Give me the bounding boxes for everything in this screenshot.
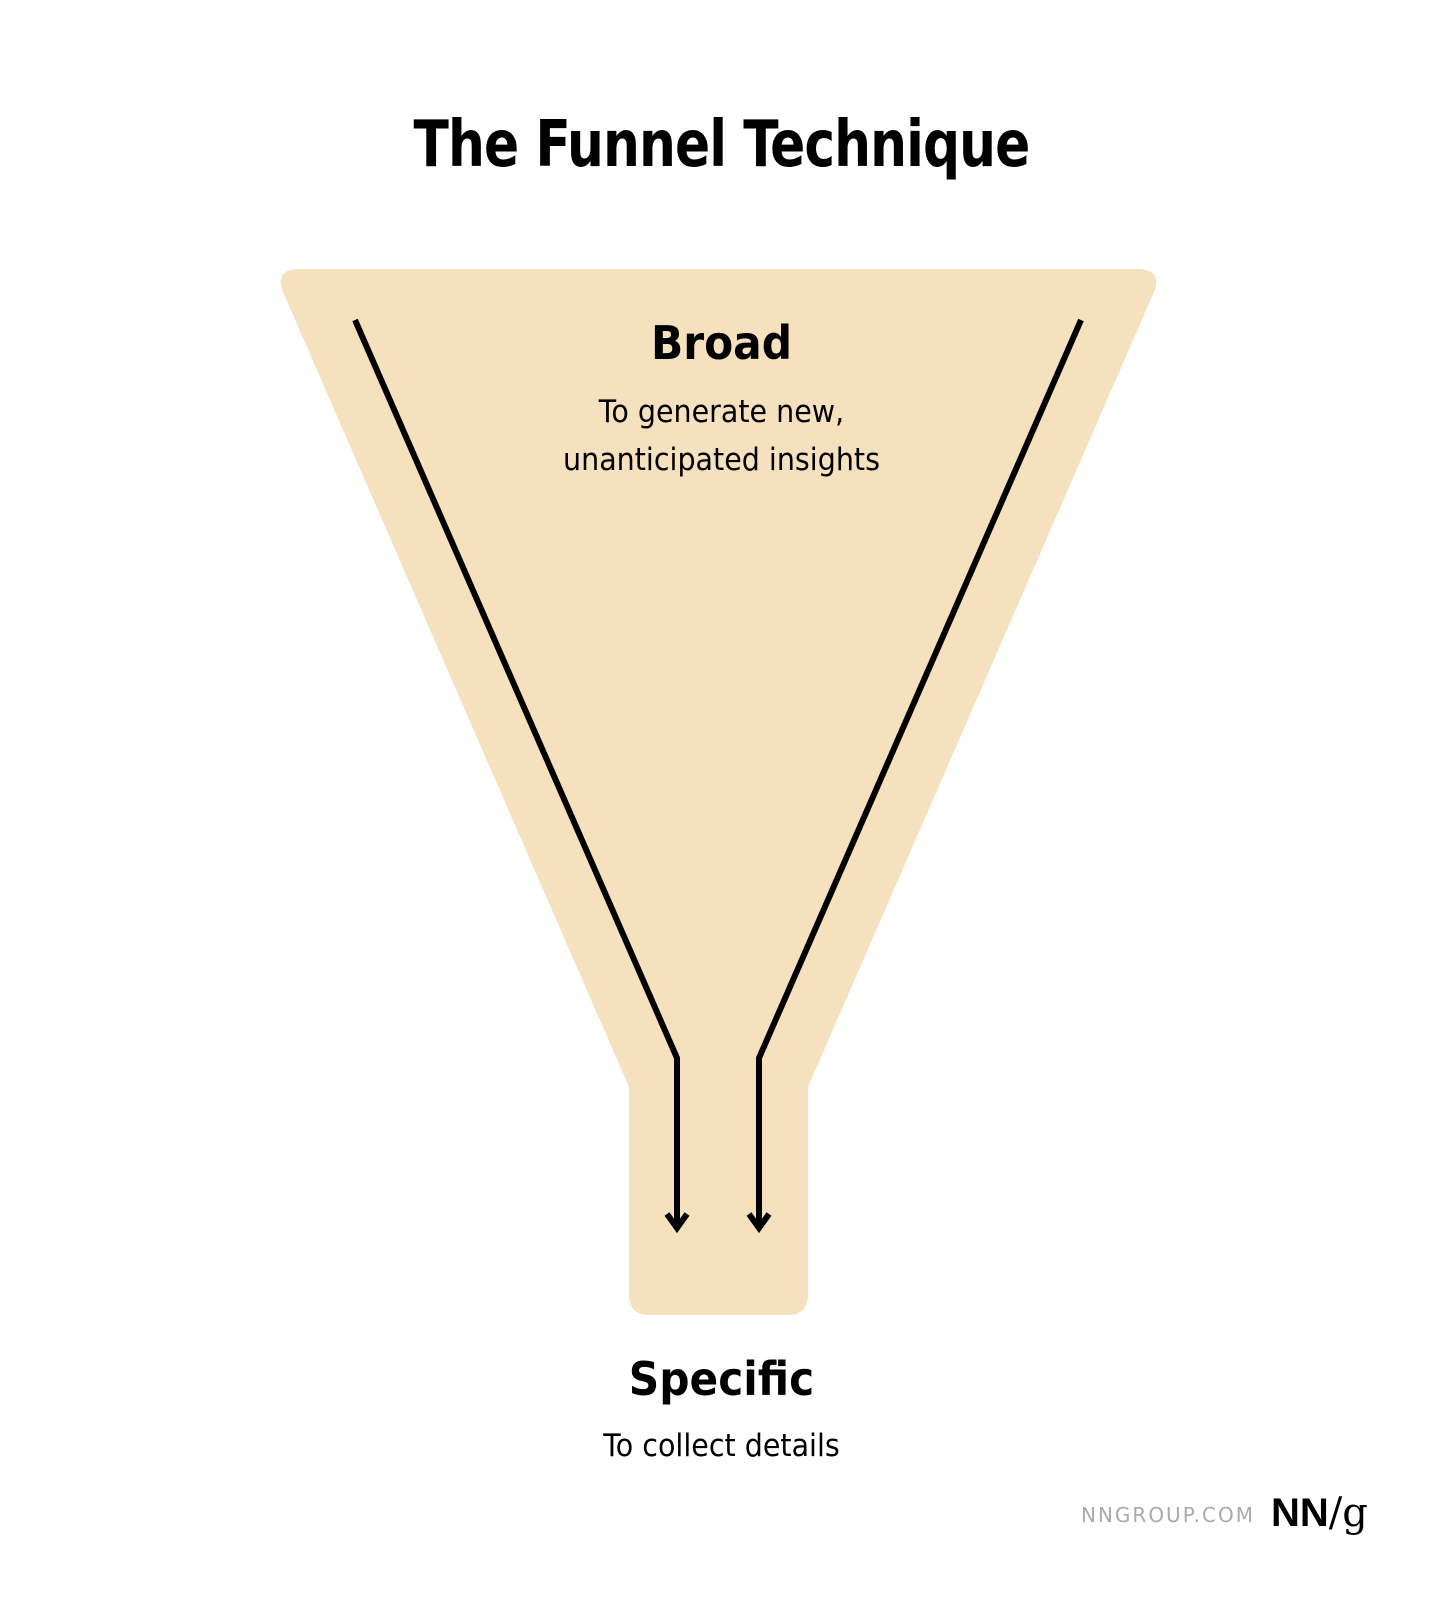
logo-slash: / (1328, 1490, 1343, 1536)
right-flow-arrow-line (756, 318, 1084, 1228)
left-arrowhead-icon (664, 1212, 690, 1234)
logo-nn: NN (1271, 1491, 1329, 1535)
specific-description: To collect details (603, 1428, 840, 1464)
funnel-shape (280, 269, 1157, 1315)
left-flow-arrow-line (352, 318, 680, 1228)
broad-description-line-1: To generate new, (598, 394, 845, 430)
logo-g: g (1342, 1490, 1368, 1536)
diagram-title: The Funnel Technique (413, 108, 1031, 182)
broad-description-line-2: unanticipated insights (563, 442, 880, 478)
right-arrowhead-icon (746, 1212, 772, 1234)
site-url: NNGROUP.COM (1081, 1503, 1255, 1527)
specific-label: Specific (628, 1352, 815, 1406)
broad-label: Broad (650, 316, 793, 370)
nng-logo: NN/g (1271, 1490, 1368, 1536)
broad-description: To generate new, unanticipated insights (58, 388, 1386, 484)
